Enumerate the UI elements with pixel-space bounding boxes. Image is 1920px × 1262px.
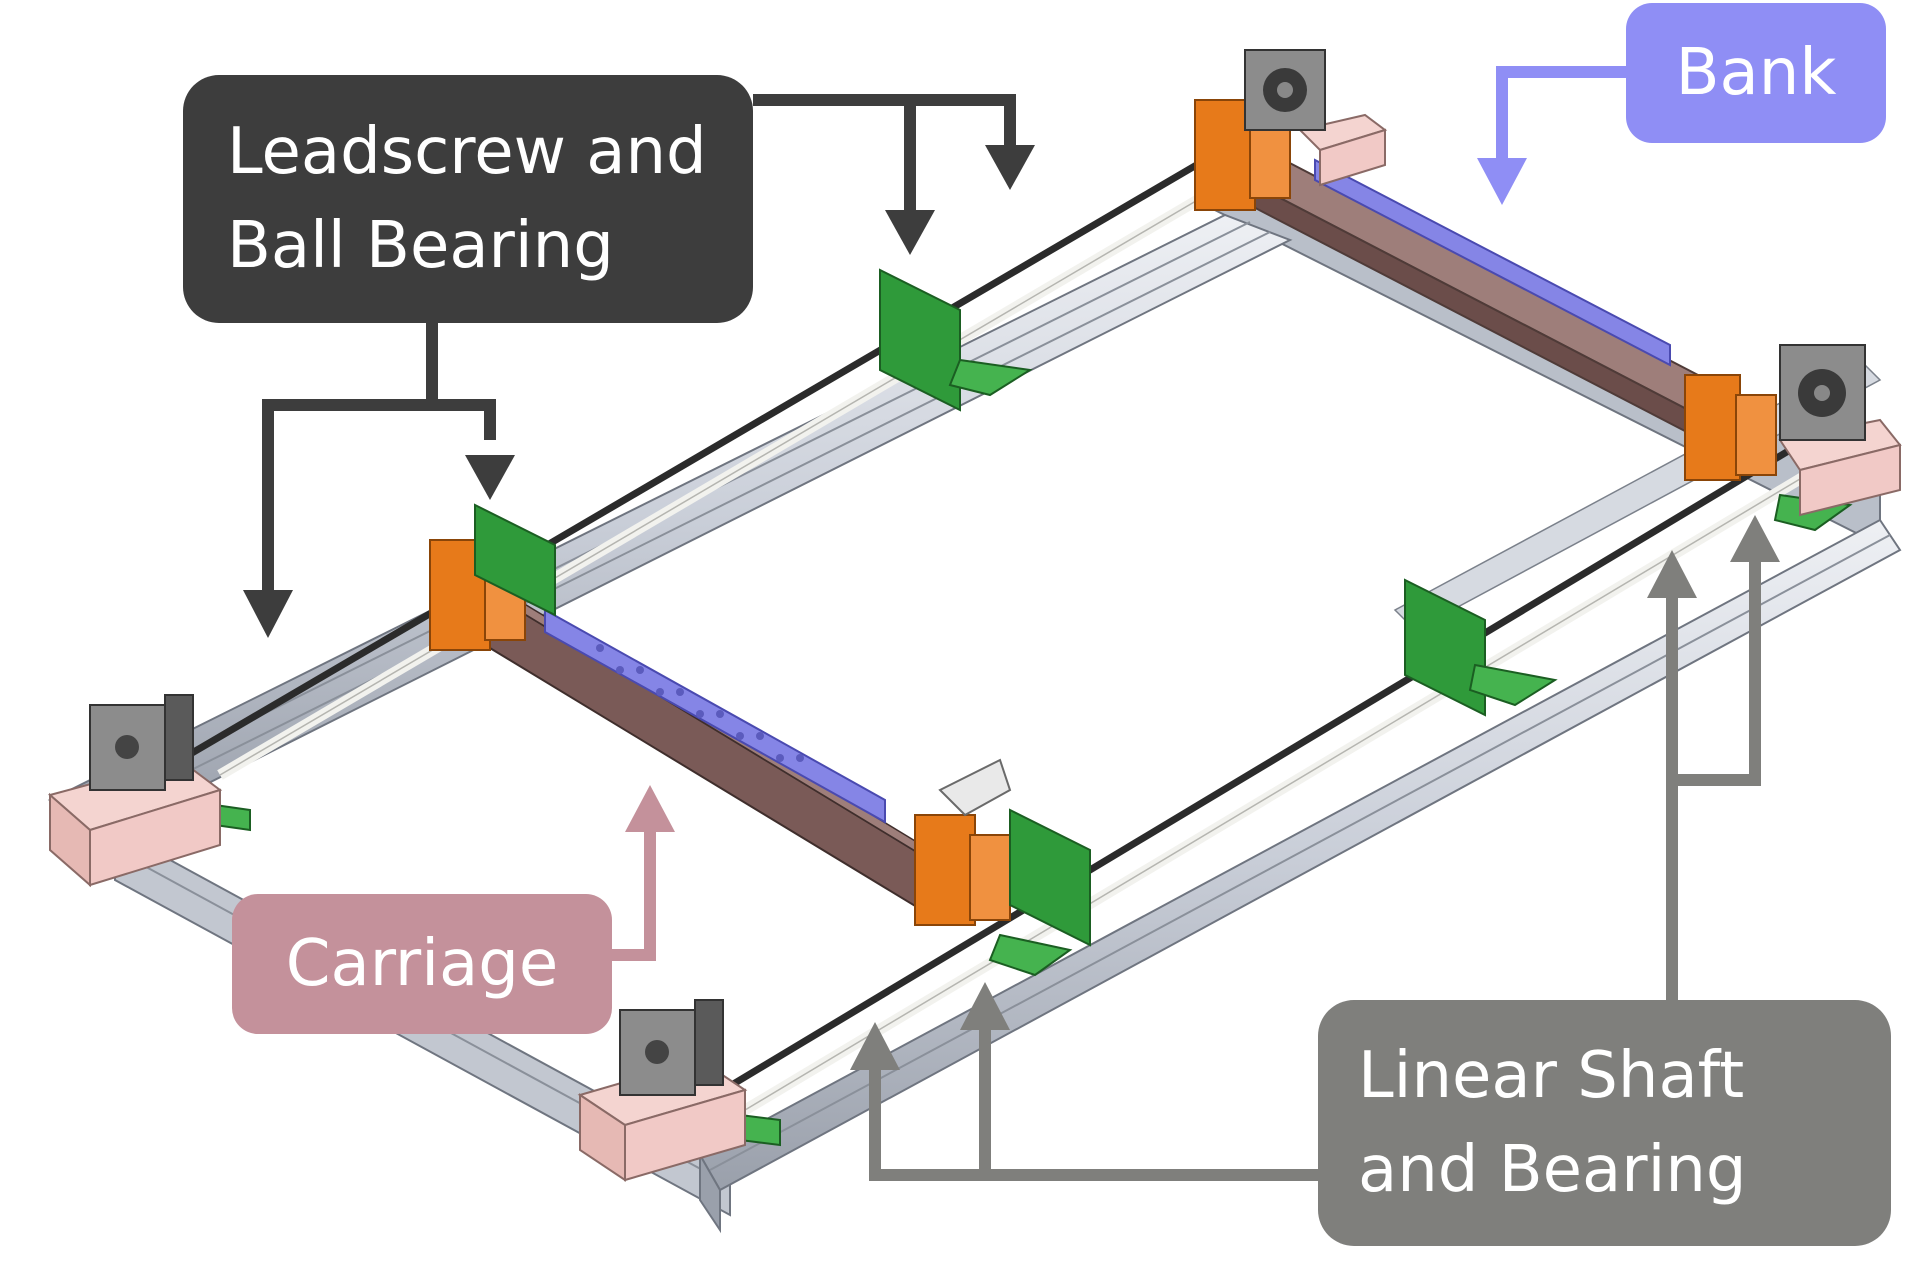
bank-arrow	[1477, 66, 1626, 205]
front-bank-plate	[544, 608, 886, 824]
linear-shaft-arrows	[869, 560, 1761, 1181]
arrow-up-icon	[625, 785, 675, 832]
leadscrew-and-ball-bearing-label: Leadscrew and Ball Bearing	[183, 75, 753, 323]
arrow-up-icon	[850, 515, 1780, 1070]
bank-label-text: Bank	[1675, 36, 1837, 110]
carriage-label: Carriage	[232, 894, 612, 1034]
arrow-down-icon	[243, 145, 1035, 638]
rear-carriage	[1194, 99, 1777, 481]
leadscrew-label-line2: Ball Bearing	[227, 209, 614, 283]
linear-shaft-label-line2: and Bearing	[1358, 1133, 1747, 1207]
carriage-label-text: Carriage	[285, 927, 559, 1001]
carriage-arrow	[612, 785, 675, 961]
stepper-motor-icon	[89, 49, 1866, 1096]
front-carriage	[429, 539, 1012, 926]
end-blocks	[47, 113, 1902, 1182]
leadscrew-arrows	[262, 94, 1016, 595]
linear-shaft-label-line1: Linear Shaft	[1358, 1039, 1745, 1113]
linear-shaft-and-bearing-label: Linear Shaft and Bearing	[1318, 1000, 1891, 1246]
leadscrews	[178, 156, 1818, 1130]
bearing-brackets	[214, 268, 1853, 1147]
bank-label: Bank	[1626, 3, 1886, 143]
leadscrew-label-line1: Leadscrew and	[227, 115, 707, 189]
